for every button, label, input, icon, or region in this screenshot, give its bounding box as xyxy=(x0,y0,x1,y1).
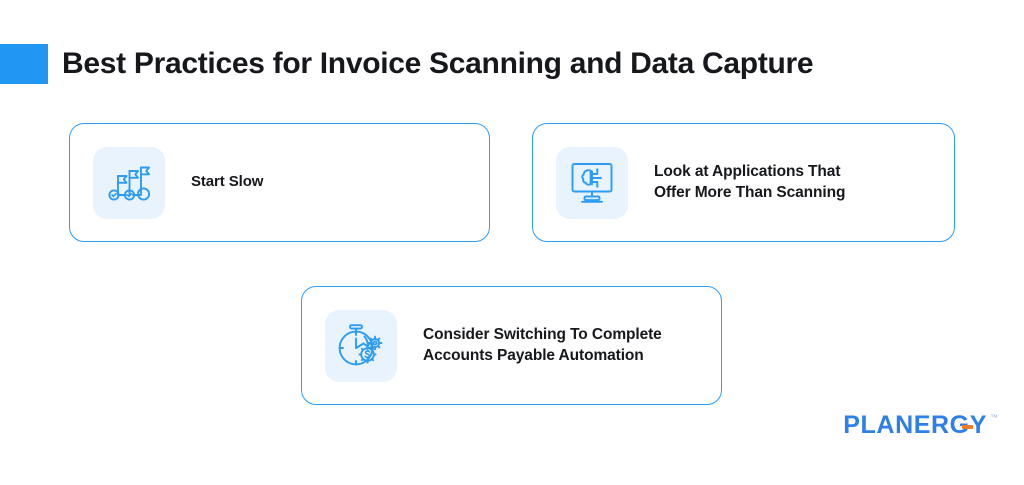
icon-tile xyxy=(93,146,165,219)
page-header: Best Practices for Invoice Scanning and … xyxy=(0,42,814,86)
card-accounts-payable-automation[interactable]: Consider Switching To Complete Accounts … xyxy=(301,286,722,405)
logo-wordmark: PLANERGY xyxy=(843,413,987,438)
card-label-line-1: Consider Switching To Complete xyxy=(423,325,662,343)
card-label-line-2: Accounts Payable Automation xyxy=(423,346,644,364)
trademark-symbol: ™ xyxy=(990,413,998,422)
card-label: Consider Switching To Complete Accounts … xyxy=(423,325,662,367)
card-label-line-2: Offer More Than Scanning xyxy=(654,183,846,201)
page-title: Best Practices for Invoice Scanning and … xyxy=(62,47,814,80)
icon-tile xyxy=(325,309,397,382)
stopwatch-gear-dollar-icon xyxy=(337,323,385,369)
card-label-line-1: Look at Applications That xyxy=(654,162,841,180)
logo-accent-bar xyxy=(962,425,973,429)
card-label: Look at Applications That Offer More Tha… xyxy=(654,162,845,204)
accent-square xyxy=(0,44,48,84)
monitor-ai-brain-icon xyxy=(569,161,615,205)
icon-tile xyxy=(556,146,628,219)
card-applications-more-than-scanning[interactable]: Look at Applications That Offer More Tha… xyxy=(532,123,955,242)
card-label: Start Slow xyxy=(191,173,264,191)
card-start-slow[interactable]: Start Slow xyxy=(69,123,490,242)
planergy-logo[interactable]: PLANERGY ™ xyxy=(843,413,998,438)
milestones-flags-icon xyxy=(106,162,152,204)
